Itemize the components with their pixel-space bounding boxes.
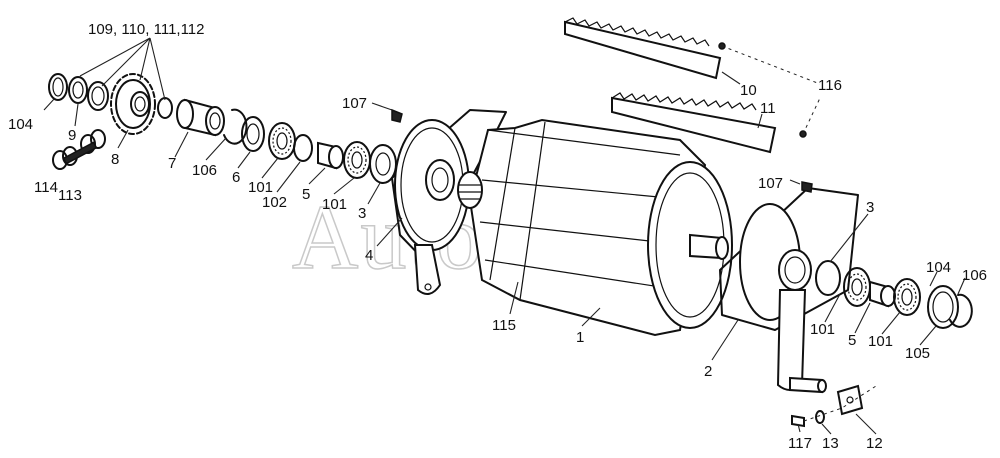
callout-3-right: 3: [866, 199, 874, 216]
snap-ring-104-inner: [52, 77, 64, 97]
serrated-blades: [564, 17, 821, 154]
leader-lines: [43, 37, 966, 435]
grease-fitting-107-right: [801, 181, 813, 193]
circlip-106-right: [949, 293, 973, 328]
bearing-101-left-a: [268, 122, 296, 160]
callout-101-right-b: 101: [868, 333, 893, 350]
callout-115: 115: [492, 317, 516, 334]
callout-107-right: 107: [758, 175, 783, 192]
washer-9-inner: [72, 81, 84, 99]
sprocket-8: [110, 73, 156, 135]
callout-114: 114: [34, 179, 58, 196]
callout-2: 2: [704, 363, 712, 380]
drum-1: [457, 118, 733, 337]
ring-spacer-inner: [91, 86, 105, 106]
callout-9: 9: [68, 127, 76, 144]
cap-105: [927, 285, 959, 329]
bearing-101-right-b: [893, 278, 921, 316]
callout-116: 116: [818, 77, 842, 94]
grease-fitting-107-left: [391, 108, 403, 123]
callout-109-112: 109, 110, 111,112: [88, 21, 205, 38]
bushing-7: [176, 98, 225, 137]
ring-small: [157, 97, 173, 119]
washer-9: [68, 76, 88, 104]
callout-10: 10: [740, 82, 757, 99]
callout-101-left-b: 101: [322, 196, 347, 213]
left-end-plate-4: [391, 108, 507, 295]
callout-6: 6: [232, 169, 240, 186]
callout-107-left: 107: [342, 95, 367, 112]
callout-101-left-a: 101: [248, 179, 273, 196]
callout-4: 4: [365, 247, 373, 264]
washer-13: [815, 410, 825, 424]
callout-12: 12: [866, 435, 883, 452]
callout-7: 7: [168, 155, 176, 172]
left-shaft-parts: [48, 73, 397, 184]
callout-1: 1: [576, 329, 584, 346]
callout-102: 102: [262, 194, 287, 211]
right-end-plate-2: [719, 181, 859, 394]
bottom-small-parts: [791, 384, 877, 428]
callout-104-right: 104: [926, 259, 951, 276]
sleeve-5-left: [317, 141, 344, 170]
callout-5-left: 5: [302, 186, 310, 203]
right-shaft-parts: [815, 260, 973, 329]
blade-10: [564, 20, 722, 80]
ring-spacer: [87, 81, 109, 111]
callout-117: 117: [788, 435, 812, 452]
callout-labels: 109, 110, 111,112 104 9 8 7 106 6 101 10…: [8, 21, 987, 452]
bearing-101-left-b: [343, 141, 371, 179]
blade-11: [611, 96, 777, 154]
washer-6: [241, 116, 265, 152]
snap-ring-104: [48, 73, 68, 101]
callout-3-left: 3: [358, 205, 366, 222]
clamp-12: [836, 384, 864, 416]
sleeve-5-right: [869, 280, 896, 308]
callout-106-left: 106: [192, 162, 217, 179]
callout-8: 8: [111, 151, 119, 168]
callout-11: 11: [760, 100, 776, 117]
callout-113: 113: [58, 187, 82, 204]
callout-106-right: 106: [962, 267, 987, 284]
callout-104-left: 104: [8, 116, 33, 133]
callout-105: 105: [905, 345, 930, 362]
washer-6-inner: [246, 123, 260, 145]
seal-housing-3-right: [815, 260, 841, 296]
bolt-117: [791, 414, 805, 428]
callout-13: 13: [822, 435, 839, 452]
callout-101-right-a: 101: [810, 321, 835, 338]
callout-5-right: 5: [848, 332, 856, 349]
ring-102: [293, 134, 313, 162]
chain-links-113-114: [52, 129, 106, 170]
circlip-106: [223, 108, 248, 145]
